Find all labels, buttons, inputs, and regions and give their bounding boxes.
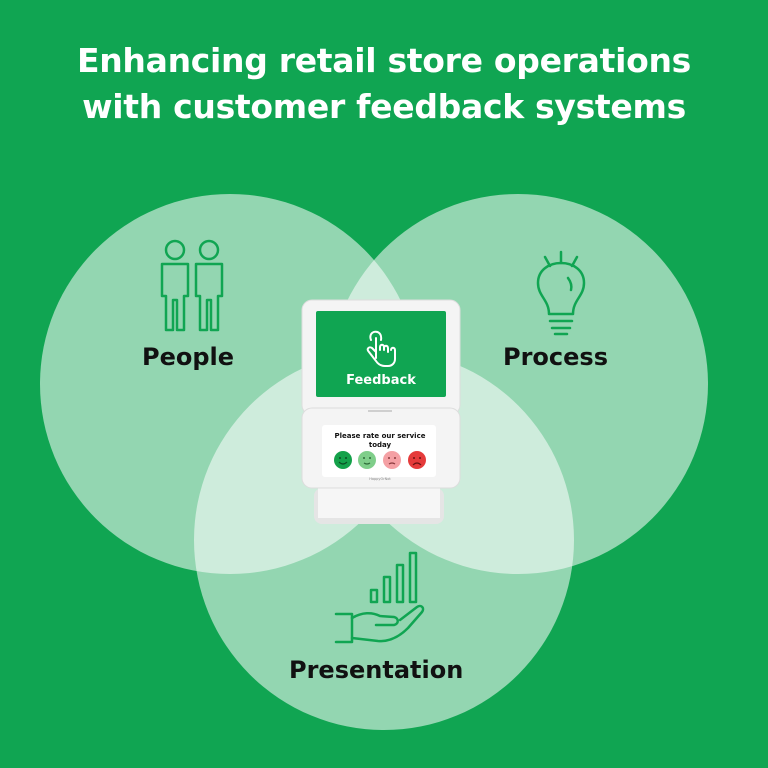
hand-chart-icon — [334, 551, 425, 644]
title-line-1: Enhancing retail store operations — [76, 41, 692, 80]
process-label: Process — [503, 343, 608, 371]
title-line-2: with customer feedback systems — [82, 87, 686, 126]
people-icon — [160, 239, 224, 332]
presentation-label: Presentation — [289, 656, 464, 684]
rating-prompt: Please rate our service today — [334, 432, 426, 449]
page-title: Enhancing retail store operations with c… — [0, 38, 768, 130]
very-happy-face-icon[interactable] — [334, 451, 352, 469]
feedback-screen-label: Feedback — [346, 373, 416, 388]
happy-face-icon[interactable] — [358, 451, 376, 469]
unhappy-face-icon[interactable] — [383, 451, 401, 469]
rating-buttons — [334, 451, 426, 469]
brand-label: HappyOrNot — [369, 477, 391, 481]
very-unhappy-face-icon[interactable] — [408, 451, 426, 469]
people-label: People — [142, 343, 235, 371]
presentation-circle — [194, 350, 574, 730]
lightbulb-icon — [536, 250, 586, 336]
